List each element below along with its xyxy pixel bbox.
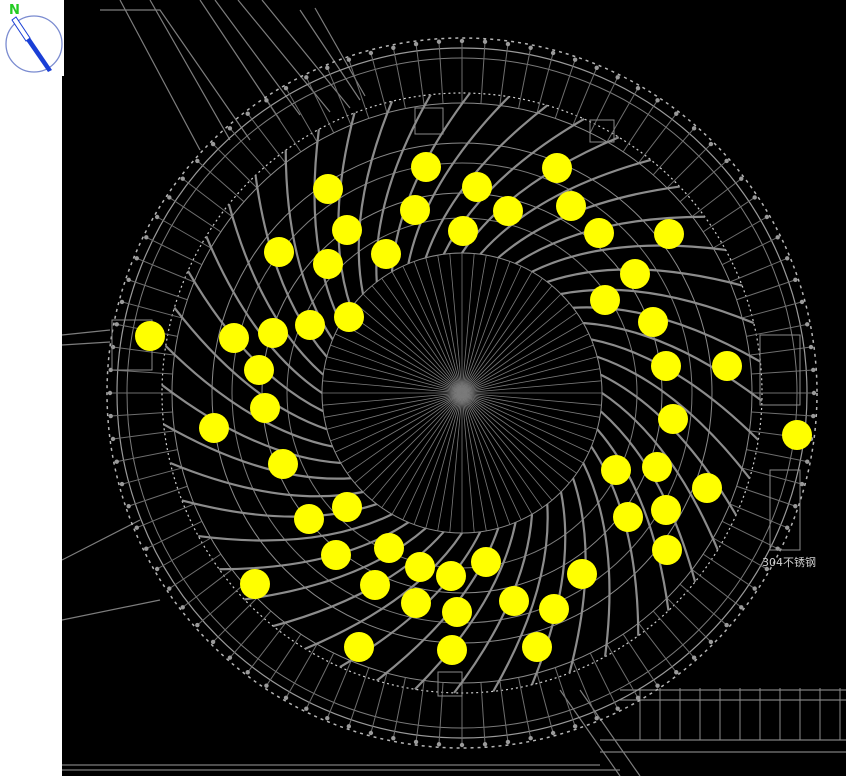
survey-point-marker [448,216,478,246]
survey-point-marker [651,351,681,381]
survey-point-marker [371,239,401,269]
survey-point-marker [567,559,597,589]
north-label: N [9,3,20,18]
survey-point-marker [613,502,643,532]
survey-point-marker [258,318,288,348]
survey-point-marker [199,413,229,443]
survey-point-marker [601,455,631,485]
survey-point-marker [374,533,404,563]
survey-point-marker [493,196,523,226]
survey-point-marker [411,152,441,182]
survey-point-marker [135,321,165,351]
survey-point-marker [462,172,492,202]
side-block [111,107,801,697]
survey-point-marker [590,285,620,315]
survey-point-marker [542,153,572,183]
survey-point-marker [658,404,688,434]
radial-frame-lines [107,38,817,748]
access-road-lines [62,0,846,776]
survey-point-marker [344,632,374,662]
survey-point-marker [584,218,614,248]
survey-point-marker [642,452,672,482]
survey-point-marker [401,588,431,618]
survey-point-marker [556,191,586,221]
survey-point-marker [437,635,467,665]
central-field-hatch [322,253,602,533]
survey-point-marker [522,632,552,662]
survey-point-marker [692,473,722,503]
survey-point-marker [321,540,351,570]
survey-point-marker [264,237,294,267]
survey-point-marker [442,597,472,627]
survey-point-marker [782,420,812,450]
survey-point-marker [400,195,430,225]
survey-point-marker [654,219,684,249]
survey-point-marker [436,561,466,591]
material-note-label: 304不锈钢 [762,556,816,569]
survey-point-marker [499,586,529,616]
survey-point-marker [268,449,298,479]
survey-point-marker [332,215,362,245]
survey-point-marker [652,535,682,565]
survey-point-marker [471,547,501,577]
survey-point-marker [651,495,681,525]
survey-point-marker [294,504,324,534]
survey-point-marker [712,351,742,381]
survey-point-markers [135,152,812,665]
survey-point-marker [539,594,569,624]
survey-point-marker [638,307,668,337]
survey-point-marker [334,302,364,332]
survey-point-marker [332,492,362,522]
survey-point-marker [295,310,325,340]
north-arrow-icon [5,15,63,73]
survey-point-marker [405,552,435,582]
compass-panel: N [0,0,64,76]
survey-point-marker [244,355,274,385]
left-margin-strip [0,0,62,776]
survey-point-marker [620,259,650,289]
survey-point-marker [313,174,343,204]
survey-point-marker [250,393,280,423]
survey-point-marker [360,570,390,600]
platform-grid [639,688,841,740]
survey-point-marker [313,249,343,279]
survey-point-marker [240,569,270,599]
survey-point-marker [219,323,249,353]
